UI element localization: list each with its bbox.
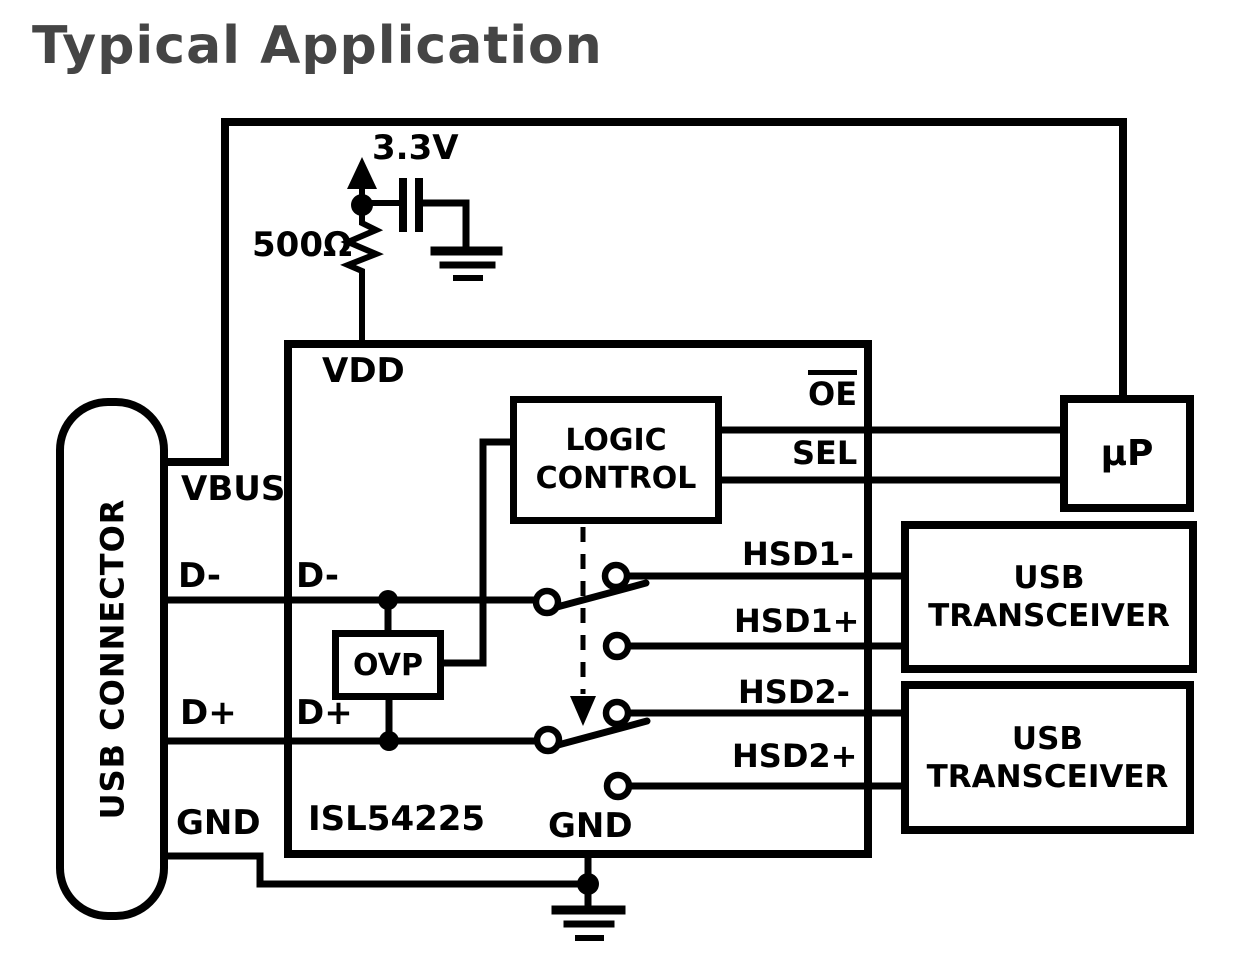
ovp-block: OVP xyxy=(332,630,444,700)
vdd-pin-label: VDD xyxy=(322,351,405,391)
d-minus-node-dot xyxy=(378,590,398,610)
switch2-throw-hsd2-plus-contact xyxy=(603,771,633,801)
ic-d-minus-pin-label: D- xyxy=(296,556,339,596)
logic-control-label-line1: LOGIC xyxy=(565,423,667,458)
logic-control-block: LOGIC CONTROL xyxy=(510,396,722,524)
gnd-node-dot xyxy=(577,873,599,895)
logic-control-arrowhead-icon xyxy=(570,696,596,726)
switch1-blade xyxy=(553,579,650,611)
hsd2-minus-pin-label: HSD2- xyxy=(738,673,850,711)
microprocessor-label: µP xyxy=(1100,433,1154,474)
usb-transceiver2-label-line2: TRANSCEIVER xyxy=(926,758,1169,795)
usb-transceiver1-label-line1: USB xyxy=(1013,560,1085,596)
d-plus-node-dot xyxy=(379,731,399,751)
vbus-top-rail-wire xyxy=(160,118,1127,466)
hsd1-minus-pin-label: HSD1- xyxy=(742,535,854,573)
supply-voltage-label: 3.3V xyxy=(372,128,459,168)
usb-connector-block: USB CONNECTOR xyxy=(56,398,168,920)
pullup-resistor-icon xyxy=(340,207,384,347)
connector-gnd-wire xyxy=(160,852,592,888)
pullup-resistor-label: 500Ω xyxy=(252,225,352,265)
sel-pin-label: SEL xyxy=(792,434,858,472)
switch1-pole-contact xyxy=(532,587,562,617)
connector-d-plus-label: D+ xyxy=(180,693,237,733)
usb-transceiver1-label-line2: TRANSCEIVER xyxy=(928,598,1170,634)
vbus-pin-label: VBUS xyxy=(181,469,286,509)
ovp-label: OVP xyxy=(353,647,423,683)
cap-right-wire xyxy=(419,199,470,253)
usb-transceiver1-block: USB TRANSCEIVER xyxy=(901,521,1197,673)
ic-gnd-pin-label: GND xyxy=(548,806,633,846)
isl54225-ic-outline xyxy=(284,340,872,858)
page-title: Typical Application xyxy=(32,16,603,76)
ic-d-plus-pin-label: D+ xyxy=(296,693,353,733)
oe-pin-text: OE xyxy=(808,370,858,410)
switch2-pole-contact xyxy=(533,725,563,755)
usb-transceiver2-block: USB TRANSCEIVER xyxy=(901,681,1194,834)
microprocessor-block: µP xyxy=(1060,395,1194,512)
hsd2-plus-pin-label: HSD2+ xyxy=(732,737,858,775)
switch2-blade xyxy=(554,717,651,749)
supply-node-dot xyxy=(351,194,373,216)
connector-gnd-label: GND xyxy=(176,803,261,843)
switch1-throw-hsd1-plus-contact xyxy=(602,631,632,661)
connector-d-minus-label: D- xyxy=(178,556,221,596)
ic-part-number-label: ISL54225 xyxy=(308,799,486,839)
supply-arrow-icon xyxy=(347,157,377,189)
switch2-throw-hsd2-minus-contact xyxy=(602,698,632,728)
logic-control-label-line2: CONTROL xyxy=(535,461,697,496)
logic-to-ovp-wire xyxy=(442,438,516,667)
switch1-throw-hsd1-minus-contact xyxy=(601,561,631,591)
usb-transceiver2-label-line1: USB xyxy=(1011,720,1084,757)
hsd1-plus-pin-label: HSD1+ xyxy=(734,602,860,640)
oe-pin-label: OE xyxy=(808,370,858,410)
usb-connector-label: USB CONNECTOR xyxy=(93,498,132,820)
